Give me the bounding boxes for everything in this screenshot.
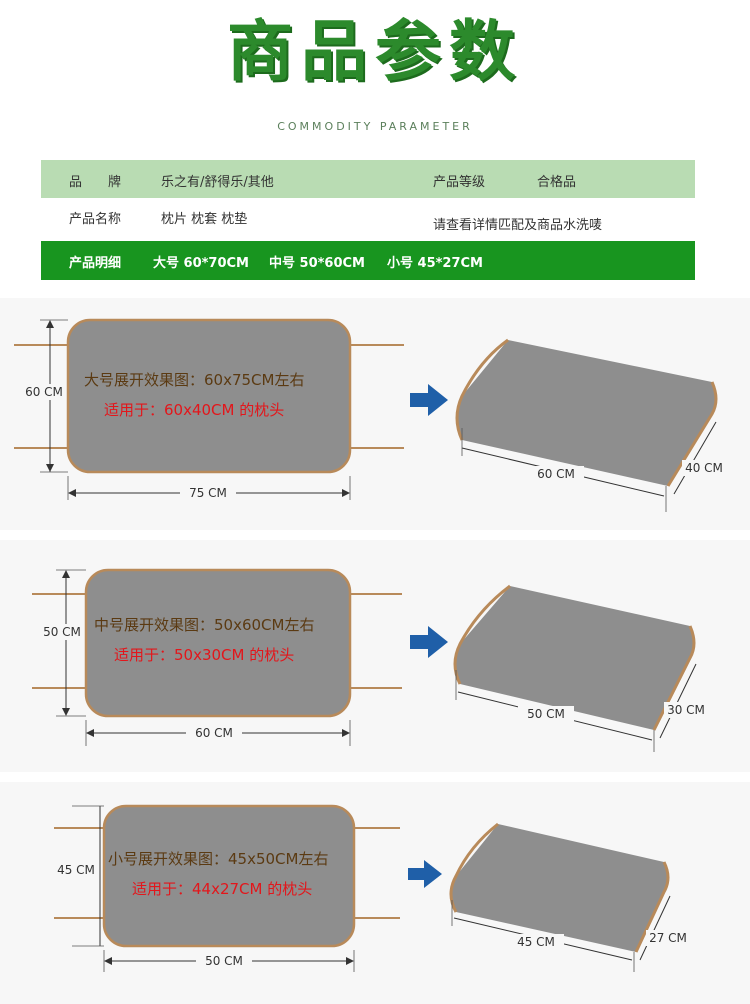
name-label: 产品名称: [69, 212, 122, 227]
pillow-depth-line: [673, 421, 717, 495]
detail-label: 产品明细: [69, 256, 122, 271]
pillow-shape: [455, 586, 694, 730]
height-dim-label: 60 CM: [25, 385, 63, 399]
height-dim-label: 50 CM: [43, 625, 81, 639]
detail-medium: 中号 50*60CM: [269, 256, 365, 271]
size-diagram-medium: 50 CM 60 CM 中号展开效果图：50x60CM左右 适用于：50x30C…: [32, 568, 708, 752]
height-arrow-top: [46, 320, 54, 328]
flat-panel: [66, 318, 352, 474]
width-dim-bg: [196, 953, 252, 969]
pillow-trim-right: [634, 861, 670, 953]
pillow-depth-bg: [664, 702, 708, 718]
width-dim-bg: [180, 485, 236, 501]
pillow-length-label: 45 CM: [517, 935, 555, 949]
height-arrow-top: [62, 570, 70, 578]
width-dim-label: 75 CM: [189, 486, 227, 500]
width-dim-label: 50 CM: [205, 954, 243, 968]
size-diagram-large: 60 CM 75 CM 大号展开效果图：60x75CM左右 适用于：60x40C…: [14, 318, 726, 512]
height-arrow-bottom: [62, 708, 70, 716]
detail-small: 小号 45*27CM: [387, 256, 483, 271]
param-row-detail: 产品明细 大号 60*70CM 中号 50*60CM 小号 45*27CM: [41, 241, 695, 280]
name-note: 请查看详情匹配及商品水洗唛: [433, 218, 603, 233]
grade-label: 产品等级: [433, 175, 486, 190]
width-arrow-left: [104, 957, 112, 965]
pillow-length-label: 50 CM: [527, 707, 565, 721]
width-arrow-right: [346, 957, 354, 965]
width-arrow-right: [342, 729, 350, 737]
detail-large: 大号 60*70CM: [153, 256, 249, 271]
fit-text: 适用于：60x40CM 的枕头: [104, 401, 284, 419]
pillow-depth-bg: [682, 460, 726, 476]
height-dim-label: 45 CM: [57, 863, 95, 877]
brand-value: 乐之有/舒得乐/其他: [161, 175, 274, 190]
name-value: 枕片 枕套 枕垫: [161, 212, 248, 227]
height-dim-bg: [22, 384, 66, 400]
pillow-trim-left: [455, 338, 509, 441]
pillow-trim-right: [652, 625, 696, 731]
fit-text: 适用于：50x30CM 的枕头: [114, 646, 294, 664]
width-dim-label: 60 CM: [195, 726, 233, 740]
pillow-shape: [451, 824, 668, 952]
arrow-right-icon: [410, 384, 448, 416]
width-arrow-left: [86, 729, 94, 737]
parameter-table: 品 牌 乐之有/舒得乐/其他 产品等级 合格品 产品名称 枕片 枕套 枕垫 请查…: [41, 160, 695, 280]
pillow-depth-line: [659, 663, 697, 739]
width-dim-bg: [186, 725, 242, 741]
pillow-depth-label: 40 CM: [685, 461, 723, 475]
page-title: 商品参数: [227, 12, 523, 90]
brand-label: 品 牌: [69, 175, 122, 190]
pillow-length-bg: [528, 466, 584, 482]
arrow-right-icon: [408, 860, 442, 888]
width-arrow-left: [68, 489, 76, 497]
pillow-length-bg: [518, 706, 574, 722]
pillow-shape: [457, 340, 716, 486]
pillow-depth-label: 30 CM: [667, 703, 705, 717]
fit-text: 适用于：44x27CM 的枕头: [132, 880, 312, 898]
flat-title: 大号展开效果图：60x75CM左右: [84, 371, 304, 389]
param-row-name: 产品名称 枕片 枕套 枕垫 请查看详情匹配及商品水洗唛: [41, 198, 695, 242]
pillow-depth-bg: [646, 930, 690, 946]
width-arrow-right: [342, 489, 350, 497]
flat-panel: [102, 804, 356, 948]
pillow-length-label: 60 CM: [537, 467, 575, 481]
param-row-brand: 品 牌 乐之有/舒得乐/其他 产品等级 合格品: [41, 160, 695, 198]
height-dim-bg: [40, 624, 84, 640]
height-arrow-bottom: [46, 464, 54, 472]
pillow-length-bg: [508, 934, 564, 950]
height-dim-bg: [54, 862, 96, 878]
pillow-depth-label: 27 CM: [649, 931, 687, 945]
grade-value: 合格品: [537, 175, 577, 190]
flat-panel: [84, 568, 352, 718]
pillow-depth-line: [639, 895, 671, 961]
flat-title: 中号展开效果图：50x60CM左右: [94, 616, 314, 634]
page-subtitle: COMMODITY PARAMETER: [277, 120, 473, 133]
size-diagram-small: 45 CM 50 CM 小号展开效果图：45x50CM左右 适用于：44x27C…: [54, 804, 690, 972]
pillow-trim-right: [666, 381, 718, 487]
flat-title: 小号展开效果图：45x50CM左右: [108, 850, 328, 868]
arrow-right-icon: [410, 626, 448, 658]
